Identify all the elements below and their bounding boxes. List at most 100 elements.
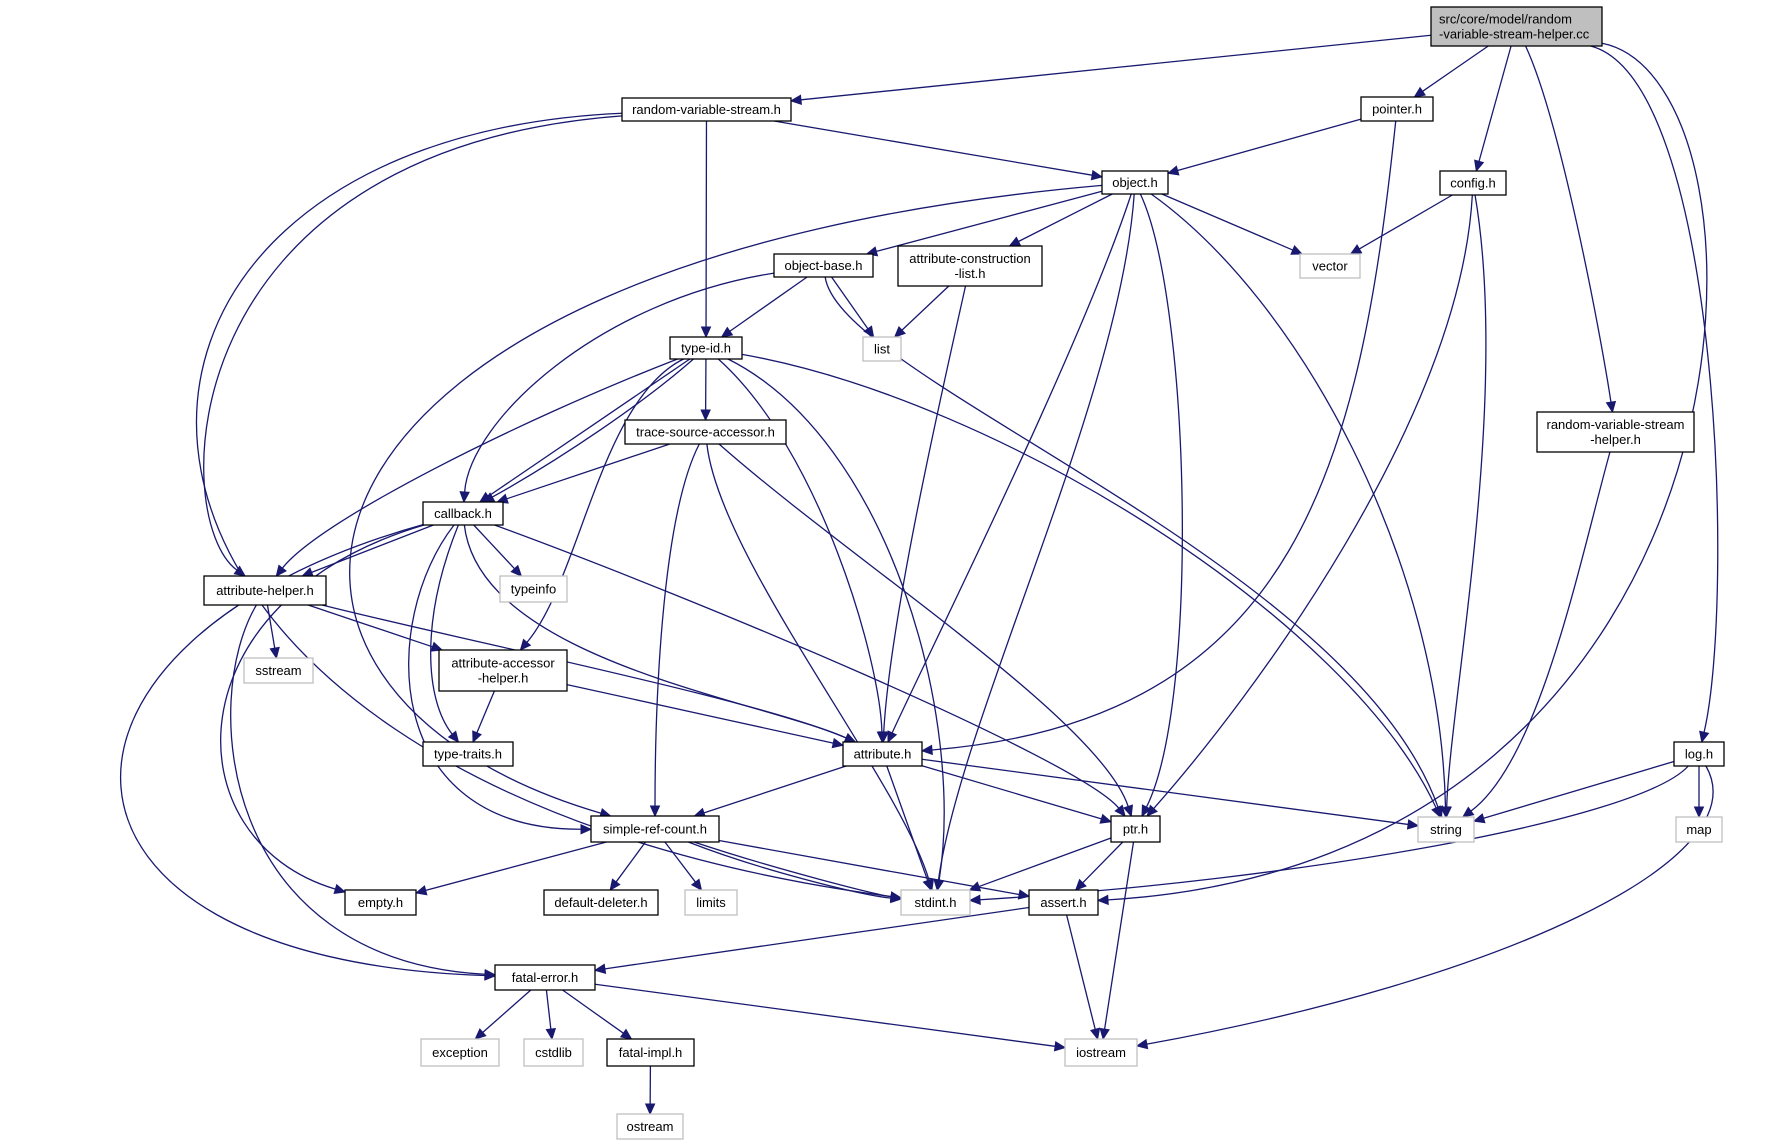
- edge-ptr-to-assert: [1074, 841, 1124, 891]
- node-main[interactable]: src/core/model/random-variable-stream-he…: [1430, 6, 1603, 47]
- edge-line: [921, 765, 1102, 820]
- arrowhead-icon: [1431, 805, 1441, 819]
- arrowhead-icon: [1123, 804, 1134, 818]
- edge-line: [706, 443, 930, 881]
- node-box: [243, 657, 314, 684]
- node-log[interactable]: log.h: [1673, 741, 1725, 767]
- edge-line: [921, 758, 1409, 826]
- edge-line: [800, 34, 1432, 101]
- edge-objbase-to-list: [831, 276, 875, 338]
- edge-line: [901, 285, 950, 331]
- edge-log-to-stdint: [968, 765, 1689, 905]
- edge-callback-to-ptr: [494, 524, 1126, 817]
- node-box: [1360, 96, 1434, 122]
- edge-main-to-config: [1474, 45, 1512, 173]
- edge-line: [1524, 45, 1612, 403]
- arrowhead-icon: [1017, 889, 1031, 900]
- edge-callback-to-attribute: [463, 524, 857, 743]
- edge-line: [1103, 841, 1135, 1030]
- node-typetraits[interactable]: type-traits.h: [422, 741, 514, 767]
- edge-line: [476, 690, 496, 734]
- node-fatalerror[interactable]: fatal-error.h: [494, 964, 596, 991]
- arrowhead-icon: [720, 326, 734, 338]
- node-label: pointer.h: [1372, 102, 1422, 117]
- node-box: [438, 649, 568, 692]
- edge-line: [311, 524, 434, 573]
- edge-attribute-to-stdint: [886, 765, 933, 892]
- arrowhead-icon: [1472, 813, 1486, 824]
- edge-line: [693, 841, 892, 898]
- arrowhead-icon: [1090, 169, 1104, 181]
- node-box: [1028, 889, 1099, 916]
- node-box: [616, 1113, 684, 1140]
- edge-line: [718, 443, 1129, 807]
- arrowhead-icon: [1008, 236, 1022, 247]
- node-attrhelper[interactable]: attribute-helper.h: [203, 575, 327, 606]
- node-label: cstdlib: [535, 1045, 572, 1060]
- node-label: fatal-impl.h: [619, 1045, 683, 1060]
- node-attrcons[interactable]: attribute-construction-list.h: [897, 245, 1043, 287]
- node-label: attribute-helper.h: [216, 583, 314, 598]
- edge-line: [1153, 194, 1473, 809]
- edge-line: [718, 839, 1020, 896]
- edge-line: [978, 837, 1112, 888]
- node-label: attribute.h: [854, 747, 912, 762]
- node-src[interactable]: simple-ref-count.h: [590, 815, 720, 843]
- node-attribute[interactable]: attribute.h: [842, 741, 923, 767]
- edge-line: [473, 524, 516, 570]
- edge-objbase-to-typeid: [720, 276, 808, 338]
- edge-line: [1483, 760, 1675, 819]
- node-defdel[interactable]: default-deleter.h: [543, 889, 659, 916]
- node-fatalimpl[interactable]: fatal-impl.h: [606, 1038, 695, 1067]
- node-ptr[interactable]: ptr.h: [1110, 815, 1161, 843]
- arrowhead-icon: [472, 730, 482, 744]
- node-box: [344, 889, 417, 916]
- edge-line: [491, 358, 694, 498]
- edge-line: [1065, 914, 1096, 1030]
- node-tsa[interactable]: trace-source-accessor.h: [624, 419, 787, 445]
- node-assert[interactable]: assert.h: [1028, 889, 1099, 916]
- arrowhead-icon: [968, 894, 981, 905]
- edge-line: [1139, 193, 1183, 808]
- node-objbase[interactable]: object-base.h: [773, 253, 874, 278]
- edge-line: [463, 272, 775, 493]
- node-rvsh[interactable]: random-variable-stream-helper.h: [1536, 411, 1695, 453]
- node-empty[interactable]: empty.h: [344, 889, 417, 916]
- node-pointer[interactable]: pointer.h: [1360, 96, 1434, 122]
- node-box: [590, 815, 720, 843]
- edge-callback-to-typeinfo: [473, 524, 523, 577]
- node-label: trace-source-accessor.h: [636, 425, 775, 440]
- node-label: vector: [1312, 259, 1348, 274]
- node-string: string: [1417, 816, 1475, 843]
- edge-objbase-to-string: [824, 276, 1443, 819]
- edge-fatalerror-to-exception: [474, 989, 532, 1040]
- node-config[interactable]: config.h: [1439, 170, 1507, 196]
- edge-line: [717, 358, 883, 733]
- edge-src-to-defdel: [609, 841, 646, 891]
- edge-line: [1358, 194, 1453, 250]
- edge-line: [526, 358, 684, 643]
- arrowhead-icon: [459, 491, 470, 504]
- arrowhead-icon: [430, 641, 444, 652]
- node-label: fatal-error.h: [512, 970, 578, 985]
- edge-line: [741, 353, 1437, 809]
- node-rvs[interactable]: random-variable-stream.h: [621, 97, 792, 122]
- edge-line: [321, 604, 847, 739]
- node-aah[interactable]: attribute-accessor-helper.h: [438, 649, 568, 692]
- node-sstream: sstream: [243, 657, 314, 684]
- node-label: list: [874, 342, 890, 357]
- arrowhead-icon: [1441, 806, 1452, 819]
- node-box: [1110, 815, 1161, 843]
- node-label: ostream: [627, 1119, 674, 1134]
- node-callback[interactable]: callback.h: [422, 501, 504, 526]
- edge-line: [831, 276, 869, 330]
- node-typeid[interactable]: type-id.h: [669, 336, 743, 360]
- arrowhead-icon: [301, 567, 314, 578]
- edge-line: [1478, 45, 1512, 162]
- node-label: -variable-stream-helper.cc: [1439, 27, 1590, 42]
- edge-line: [615, 841, 646, 883]
- edge-log-to-string: [1472, 760, 1675, 824]
- arrowhead-icon: [700, 326, 712, 339]
- node-label: typeinfo: [511, 582, 557, 597]
- node-object[interactable]: object.h: [1101, 170, 1169, 195]
